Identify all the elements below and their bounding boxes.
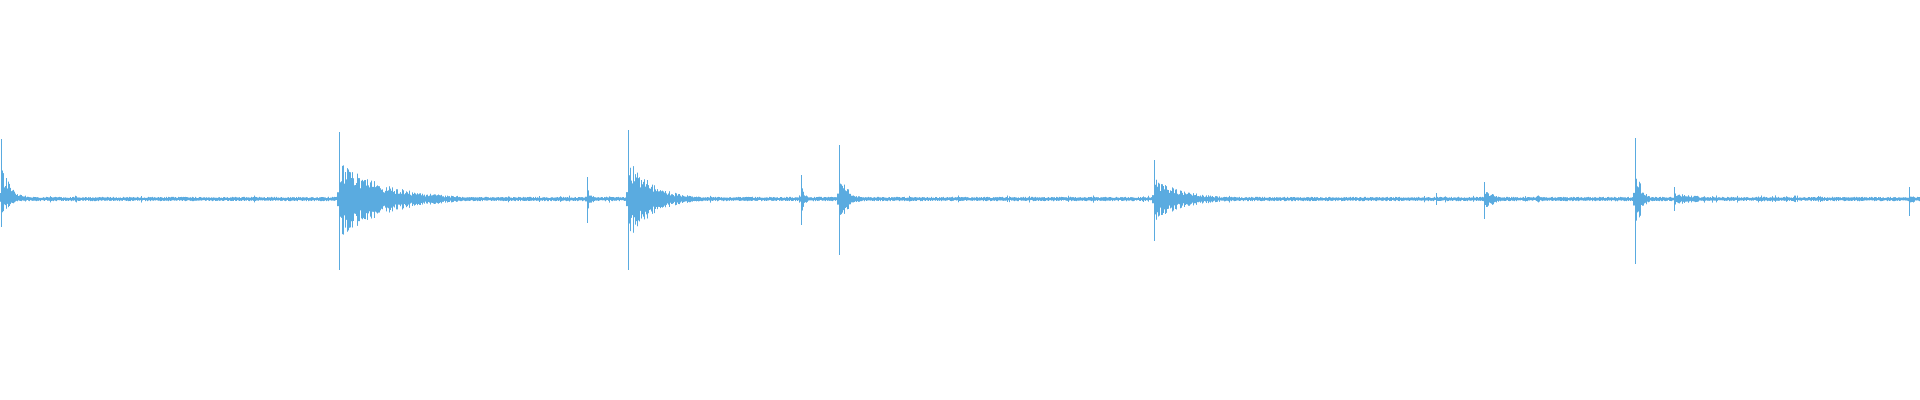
waveform-peaks (0, 130, 1920, 270)
